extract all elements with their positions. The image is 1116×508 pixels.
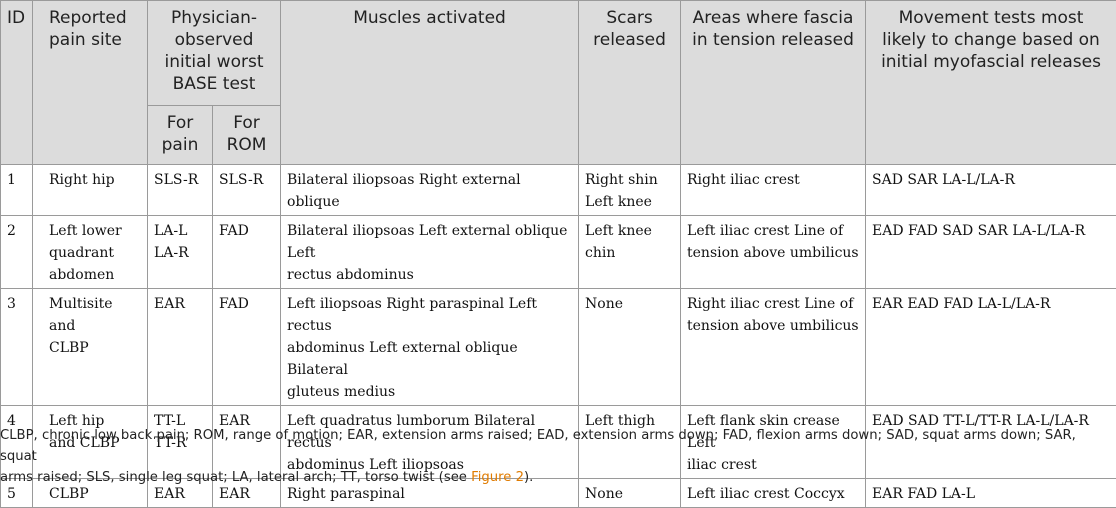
cell-movement: EAD FAD SAD SAR LA-L/LA-R (866, 216, 1116, 289)
cell-for-rom: FAD (213, 216, 281, 289)
footnote-line-1: CLBP, chronic low back pain; ROM, range … (0, 425, 1116, 467)
table-footnote: CLBP, chronic low back pain; ROM, range … (0, 425, 1116, 488)
header-id: ID (1, 1, 33, 165)
cell-id: 1 (1, 165, 33, 216)
header-base-test: Physician- observed initial worst BASE t… (148, 1, 281, 106)
header-muscles: Muscles activated (281, 1, 579, 165)
header-for-rom: For ROM (213, 106, 281, 165)
figure-2-link[interactable]: Figure 2 (471, 470, 524, 485)
cell-for-pain: EAR (148, 289, 213, 406)
cell-for-pain: SLS-R (148, 165, 213, 216)
cell-for-rom: FAD (213, 289, 281, 406)
cell-muscles: Bilateral iliopsoas Right external obliq… (281, 165, 579, 216)
header-pain-site: Reported pain site (33, 1, 148, 165)
cell-movement: SAD SAR LA-L/LA-R (866, 165, 1116, 216)
header-movement: Movement tests most likely to change bas… (866, 1, 1116, 165)
footnote-line-2: arms raised; SLS, single leg squat; LA, … (0, 467, 1116, 488)
cell-scars: None (579, 289, 681, 406)
cell-muscles: Left iliopsoas Right paraspinal Left rec… (281, 289, 579, 406)
cell-id: 3 (1, 289, 33, 406)
header-fascia: Areas where fascia in tension released (681, 1, 866, 165)
cell-movement: EAR EAD FAD LA-L/LA-R (866, 289, 1116, 406)
cell-muscles: Bilateral iliopsoas Left external obliqu… (281, 216, 579, 289)
cell-pain-site: Right hip (33, 165, 148, 216)
cell-id: 2 (1, 216, 33, 289)
cell-fascia: Right iliac crest (681, 165, 866, 216)
header-for-pain: For pain (148, 106, 213, 165)
header-scars: Scars released (579, 1, 681, 165)
cell-scars: Left knee chin (579, 216, 681, 289)
cell-for-rom: SLS-R (213, 165, 281, 216)
